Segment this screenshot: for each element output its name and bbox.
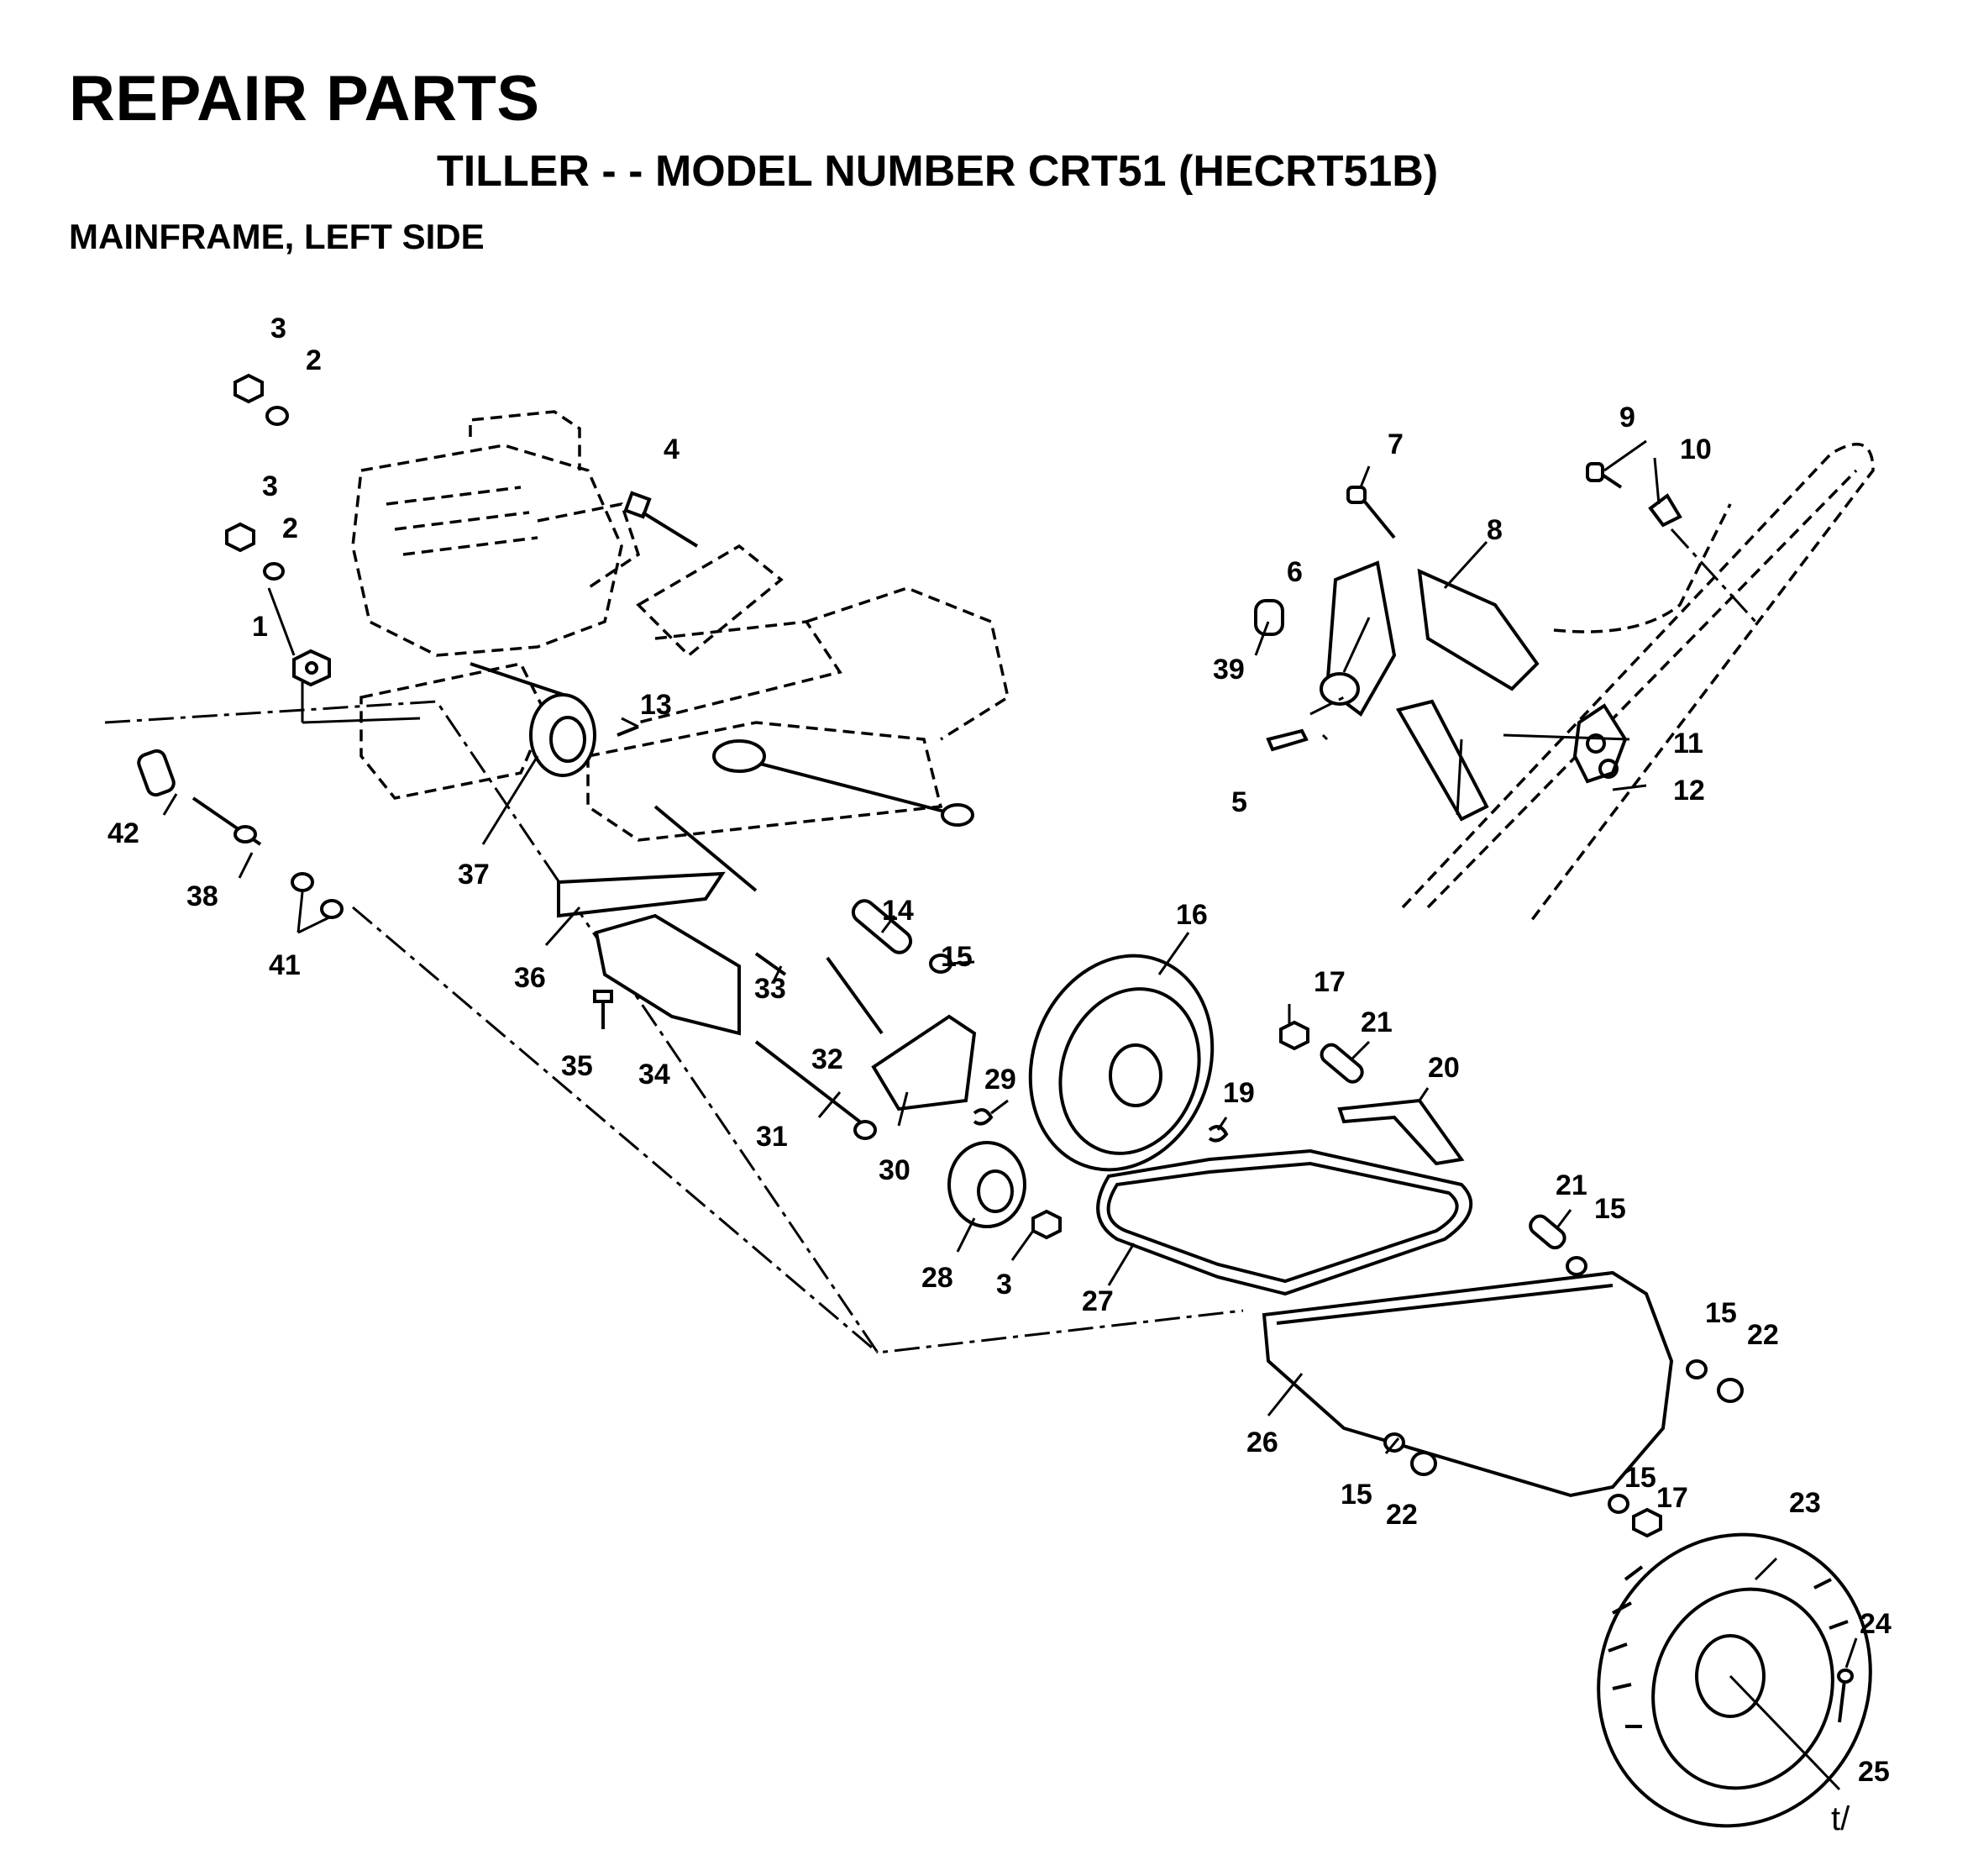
part-26-belt-cover [1262,1270,1674,1498]
part-4-bolt [623,491,699,548]
part-35-bolt [593,990,613,1029]
depth-stake-assembly [1254,443,1875,926]
label-part-21: 21 [1361,1006,1393,1038]
label-part-34: 34 [638,1059,670,1090]
part-15-washer-c [1686,1359,1708,1379]
part-31-bolt [754,1040,877,1140]
part-32-stud [826,956,884,1035]
page-title: REPAIR PARTS [69,63,540,134]
label-part-10: 10 [1680,434,1712,465]
label-part-39: 39 [1213,654,1245,686]
part-22-cap-right [1717,1378,1744,1403]
label-part-42: 42 [108,817,139,849]
leader-lines [162,439,1858,1668]
label-part-2: 2 [282,512,298,544]
part-3-nut-mid [225,522,255,553]
part-14-spacer [851,899,913,954]
label-part-8: 8 [1487,514,1503,546]
label-part-16: 16 [1176,899,1208,931]
label-part-15: 15 [941,941,973,973]
part-16-drive-pulley [1028,954,1215,1172]
part-15-washer-b [1566,1256,1587,1276]
label-part-31: 31 [756,1121,788,1153]
part-2-washer-mid [263,562,285,581]
footnote-mark: t/ [1831,1800,1850,1837]
part-3-nut-top [234,373,264,404]
label-part-22: 22 [1386,1499,1418,1531]
label-part-23: 23 [1789,1487,1821,1519]
label-part-14: 14 [882,895,914,927]
part-41-washers [291,872,344,919]
part-33-bolt [754,952,787,976]
label-part-22: 22 [1747,1319,1779,1351]
label-part-30: 30 [879,1154,910,1186]
label-part-24: 24 [1860,1608,1892,1640]
part-2-washer-top [265,406,289,426]
label-part-20: 20 [1428,1052,1460,1084]
engine-outline [351,410,641,800]
part-20-bracket [1337,1098,1465,1166]
label-part-25: 25 [1858,1756,1890,1788]
label-part-37: 37 [458,859,490,891]
part-37-pulley [529,693,596,777]
label-part-3: 3 [996,1269,1012,1301]
part-13-fitting [617,725,639,737]
part-38-bolt [192,796,262,846]
mainframe-outline [586,544,1010,892]
label-part-1: 1 [252,611,268,643]
part-24-pin [1837,1668,1854,1723]
label-part-21: 21 [1556,1169,1587,1201]
label-part-9: 9 [1619,402,1635,434]
label-part-17: 17 [1656,1482,1688,1514]
part-17-nut-lower [1632,1507,1662,1538]
label-part-41: 41 [269,949,301,981]
part-22-cap-left [1410,1451,1437,1476]
part-30-idler-arm [871,1014,977,1111]
part-1-nut [292,649,331,687]
label-part-15: 15 [1341,1479,1372,1511]
label-part-27: 27 [1082,1285,1114,1317]
model-subtitle: TILLER - - MODEL NUMBER CRT51 (HECRT51B) [437,147,1439,196]
label-part-36: 36 [514,962,546,994]
label-part-33: 33 [754,973,786,1005]
part-3-nut-low [1031,1209,1062,1240]
label-part-7: 7 [1388,428,1404,460]
label-part-11: 11 [1673,728,1703,759]
label-part-17: 17 [1314,966,1346,998]
label-part-26: 26 [1246,1427,1278,1458]
part-25-axle-leader-line [1729,1674,1841,1791]
part-17-nut-upper [1279,1020,1309,1051]
label-part-35: 35 [561,1050,593,1082]
label-part-29: 29 [984,1064,1016,1096]
part-42-spacer [137,749,176,797]
part-15-washer-e [1608,1494,1629,1514]
label-part-15: 15 [1705,1297,1737,1329]
assembly-outline-line [104,700,1244,1354]
part-labels: 3 2 3 2 1 4 13 37 42 38 41 36 35 34 33 3… [108,313,1892,1837]
label-part-5: 5 [1231,786,1247,818]
part-28-idler-pulley [947,1141,1026,1228]
part-29-clip [973,1108,994,1126]
part-34-weight [594,913,741,1036]
label-part-6: 6 [1287,556,1303,588]
label-part-13: 13 [640,689,672,721]
part-21-spacer-upper [1320,1043,1364,1084]
label-part-15: 15 [1594,1193,1626,1225]
label-part-12: 12 [1673,775,1705,807]
part-21-spacer-lower [1529,1214,1566,1250]
label-part-4: 4 [664,434,680,465]
label-part-19: 19 [1223,1077,1255,1109]
label-part-38: 38 [186,880,218,912]
label-part-28: 28 [921,1262,953,1294]
part-36-bracket [557,871,726,918]
label-part-15: 15 [1624,1462,1656,1494]
label-part-2: 2 [306,344,322,376]
label-part-3: 3 [262,470,278,502]
part-19-clip [1208,1125,1229,1143]
section-heading: MAINFRAME, LEFT SIDE [69,217,485,256]
part-27-belt [1096,1148,1473,1296]
label-part-32: 32 [811,1043,843,1075]
label-part-3: 3 [270,313,286,344]
